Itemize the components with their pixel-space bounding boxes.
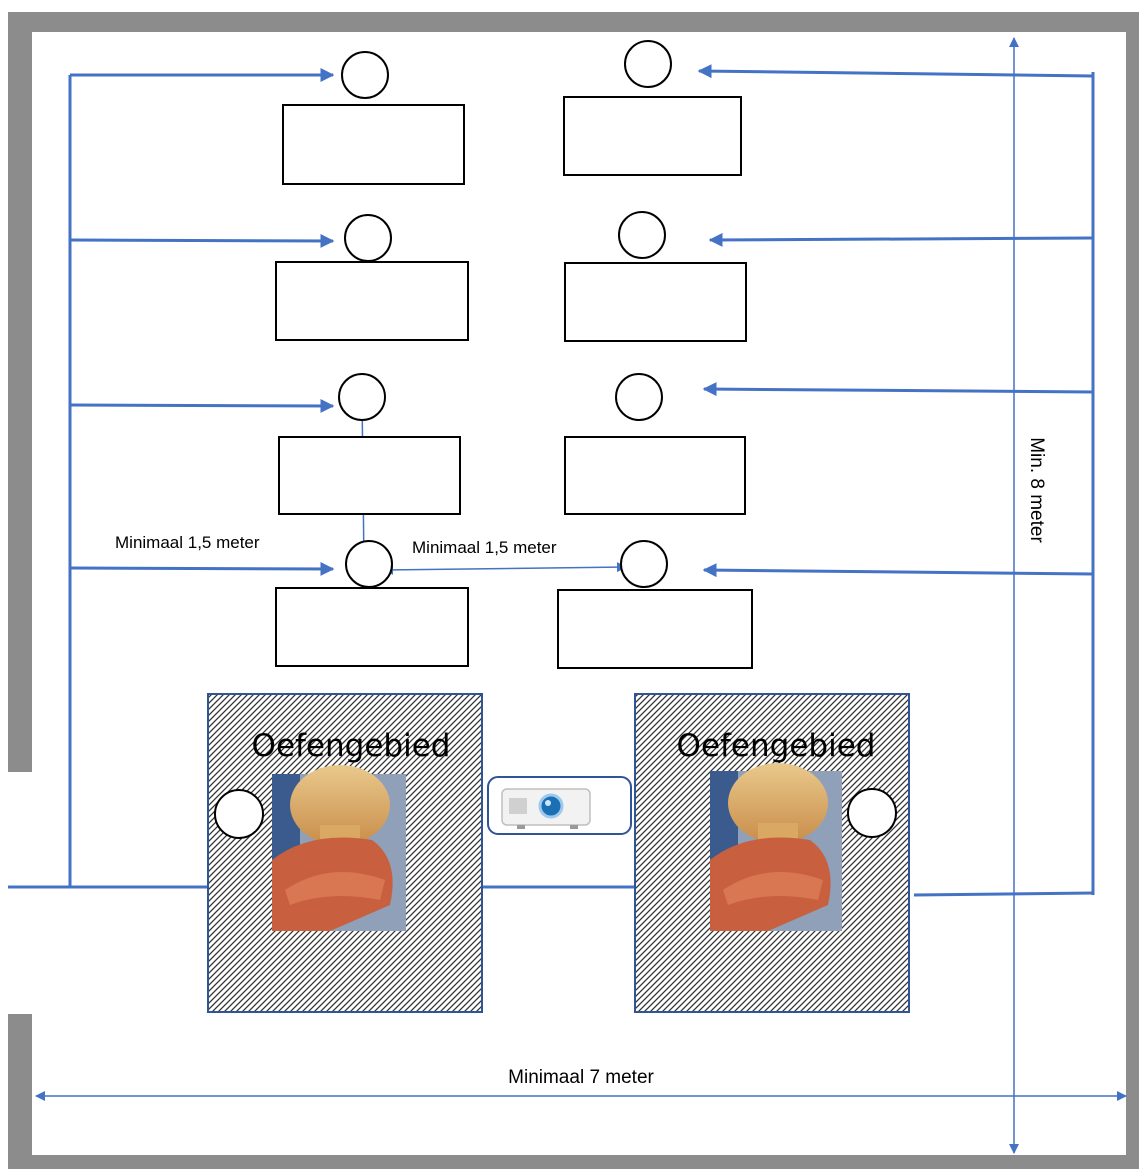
desk bbox=[275, 261, 469, 341]
desk bbox=[278, 436, 461, 515]
desk bbox=[563, 96, 742, 176]
desk-grid bbox=[275, 40, 753, 669]
walls bbox=[8, 12, 1139, 1169]
practice-area-label: Oefengebied bbox=[252, 728, 451, 764]
walkway-arrows bbox=[8, 64, 1095, 897]
depth-dimension-label: Min. 8 meter bbox=[1026, 437, 1047, 543]
student-seat bbox=[618, 211, 666, 259]
desk bbox=[282, 104, 465, 185]
arrow-right-row2 bbox=[708, 232, 1094, 247]
wall-top bbox=[8, 12, 1139, 32]
desk bbox=[275, 587, 469, 667]
spacing-label-left: Minimaal 1,5 meter bbox=[115, 533, 260, 552]
arrow-left-row4 bbox=[69, 561, 335, 576]
student-seat bbox=[338, 373, 386, 421]
desk bbox=[564, 436, 746, 515]
cpr-manikin-photo bbox=[272, 765, 406, 931]
arrow-right-row3 bbox=[702, 382, 1094, 397]
wall-right bbox=[1126, 12, 1139, 1169]
student-seat bbox=[615, 373, 663, 421]
spacing-label-middle: Minimaal 1,5 meter bbox=[412, 538, 557, 557]
wall-left-upper bbox=[8, 12, 32, 772]
wall-left-lower bbox=[8, 1014, 32, 1169]
student-seat bbox=[341, 51, 389, 99]
desk bbox=[557, 589, 753, 669]
width-dimension-label: Minimaal 7 meter bbox=[508, 1067, 654, 1088]
arrow-left-row3 bbox=[69, 398, 335, 413]
arrow-right-row1 bbox=[697, 64, 1094, 79]
cpr-manikin-photo bbox=[710, 763, 842, 931]
arrow-left-row2 bbox=[69, 233, 335, 248]
practice-area-label: Oefengebied bbox=[677, 728, 876, 764]
student-seat bbox=[620, 540, 668, 588]
arrow-right-row4 bbox=[702, 563, 1094, 578]
practice-area-right: Oefengebied bbox=[634, 693, 910, 1013]
instructor-seat bbox=[847, 788, 897, 838]
student-seat bbox=[345, 540, 393, 588]
instructor-seat bbox=[214, 789, 264, 839]
bottom-path-right bbox=[913, 891, 1094, 897]
student-seat bbox=[344, 214, 392, 262]
wall-bottom bbox=[8, 1155, 1139, 1169]
student-seat bbox=[624, 40, 672, 88]
desk bbox=[564, 262, 747, 342]
projector-icon bbox=[487, 776, 632, 835]
practice-area-left: Oefengebied bbox=[207, 693, 483, 1013]
spacing-horizontal-arrow bbox=[383, 562, 627, 575]
